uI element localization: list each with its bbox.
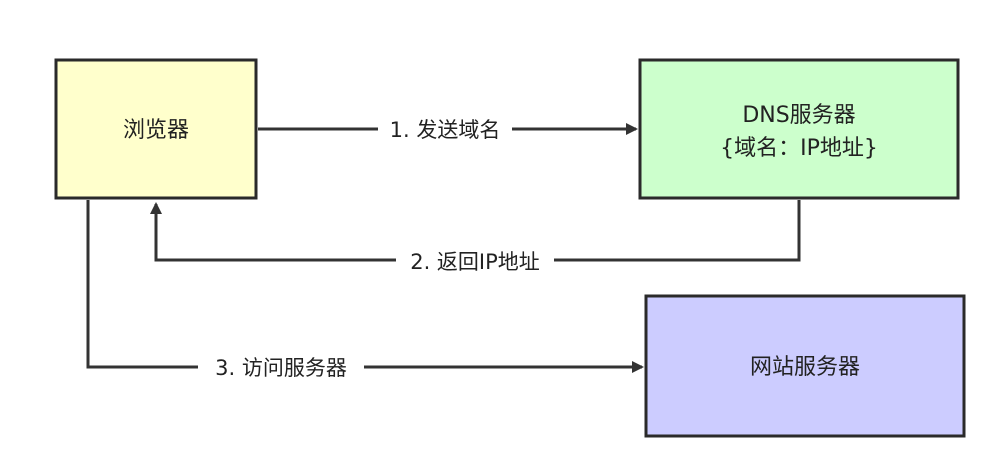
website-server-box (644, 294, 966, 438)
edge-visit-server-label-bg (198, 351, 364, 383)
edge-send-domain-label-bg (378, 113, 512, 145)
browser-label: 浏览器 (123, 118, 189, 143)
website-server-node: 网站服务器 (644, 294, 966, 438)
edge-return-ip: 2. 返回IP地址 (150, 200, 801, 277)
dns-server-label: DNS服务器 (742, 103, 855, 128)
edge-send-domain-label: 1. 发送域名 (390, 118, 501, 142)
dns-server-node: DNS服务器 {域名：IP地址} (638, 58, 960, 200)
edge-send-domain: 1. 发送域名 (258, 113, 638, 145)
edge-return-ip-label: 2. 返回IP地址 (410, 250, 540, 274)
dns-server-mapping: {域名：IP地址} (720, 136, 878, 161)
edge-visit-server: 3. 访问服务器 (86, 200, 644, 383)
dns-server-box (638, 58, 960, 200)
edge-visit-server-label: 3. 访问服务器 (215, 356, 347, 380)
edge-return-ip-label-bg (396, 245, 554, 277)
browser-node: 浏览器 (54, 58, 258, 200)
website-server-label: 网站服务器 (750, 355, 860, 380)
browser-box (54, 58, 258, 200)
edge-visit-server-line (86, 200, 644, 373)
